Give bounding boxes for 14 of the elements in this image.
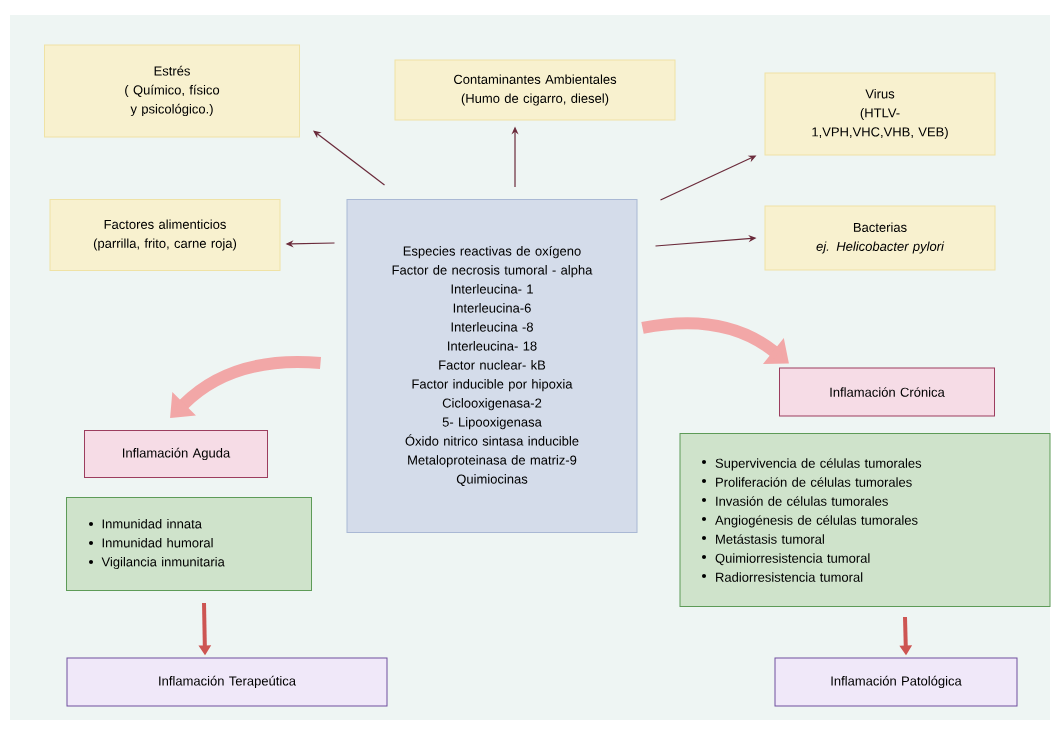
arrow bbox=[170, 356, 321, 418]
inflammation-box: Inflamación Crónica bbox=[779, 367, 995, 417]
arrow bbox=[313, 130, 386, 186]
outcome-box: Inflamación Patológica bbox=[774, 657, 1018, 707]
mediator-box: Especies reactivas de oxígeno Factor de necrosis tumoral - alpha Interleucina- 1 Interleucina-6 Interleucina -8 Interleucina- 18 Factor nuclear- kB Factor inducible por hipoxia Ciclooxigenasa-2 5- Lipooxigenasa Óxido nitrico sintasa inducible Metaloproteinasa de matriz-9 Quimiocinas bbox=[346, 199, 638, 533]
cause-box: Contaminantes Ambientales (Humo de cigarro, diesel) bbox=[394, 59, 676, 121]
cause-box: Factores alimenticios (parrilla, frito, carne roja) bbox=[49, 199, 281, 271]
cause-box: Virus (HTLV-1,VPH,VHC,VHB, VEB) bbox=[764, 72, 996, 156]
cause-box: Estrés ( Químico, físico y psicológico.) bbox=[44, 44, 300, 138]
inflammation-box: Inflamación Aguda bbox=[84, 430, 268, 478]
effects-box: Supervivencia de células tumorales Proliferación de células tumorales Invasión de células tumorales Angiogénesis de células tumorales Metástasis tumoral Quimiorresistencia tumoral Radiorresistencia tumoral bbox=[679, 433, 1051, 607]
outcome-box: Inflamación Terapeútica bbox=[66, 657, 388, 707]
cause-box: Bacterias ej. Helicobacter pylori bbox=[764, 205, 996, 271]
effects-box: Inmunidad innata Inmunidad humoral Vigilancia inmunitaria bbox=[66, 497, 312, 591]
